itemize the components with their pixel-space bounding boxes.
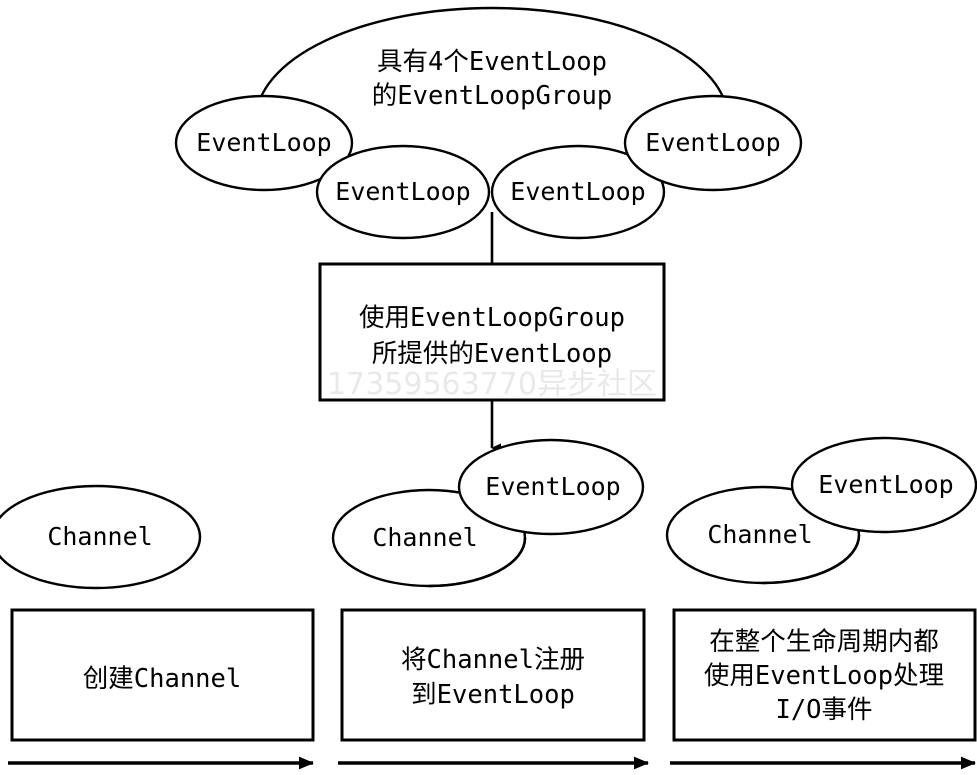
event-loop-provision-box: 使用EventLoopGroup 所提供的EventLoop 173595637… xyxy=(318,262,666,402)
step-box-3-outline xyxy=(672,608,977,742)
instance-group-2: Channel EventLoop xyxy=(331,438,645,588)
channel-arc-overlap-3 xyxy=(762,534,861,585)
step-box-2: 将Channel注册 到EventLoop xyxy=(340,608,646,742)
step-box-1-line-1: 创建Channel xyxy=(83,664,241,694)
provision-box-line-2: 所提供的EventLoop xyxy=(372,339,612,369)
event-loop-label-2: EventLoop xyxy=(485,472,620,501)
event-loop-label-left-inner: EventLoop xyxy=(335,177,470,206)
step-box-3-line-2: 使用EventLoop处理 xyxy=(704,661,944,691)
step-box-2-outline xyxy=(340,608,646,742)
event-loop-provision-box-outline xyxy=(318,262,666,402)
event-loop-ellipse-2 xyxy=(457,438,645,536)
channel-arc-overlap-2 xyxy=(428,537,527,588)
channel-label-2: Channel xyxy=(372,523,477,552)
step-box-2-line-1: 将Channel注册 xyxy=(401,645,585,675)
step-box-2-line-2: 到EventLoop xyxy=(411,680,575,710)
channel-ellipse-1 xyxy=(0,484,202,590)
event-loop-ellipse-left-inner xyxy=(315,144,491,240)
event-loop-ellipse-right-outer xyxy=(623,94,803,192)
event-loop-label-left-outer: EventLoop xyxy=(196,128,331,157)
event-loop-ellipse-left-outer xyxy=(174,94,354,192)
event-loop-label-3: EventLoop xyxy=(818,470,953,499)
provision-box-line-1: 使用EventLoopGroup xyxy=(359,303,625,333)
step-box-3-line-1: 在整个生命周期内都 xyxy=(709,627,939,657)
event-loop-group-title-line-1: 具有4个EventLoop xyxy=(377,47,607,77)
watermark-text: 17359563770异步社区 xyxy=(327,367,657,402)
step-box-3: 在整个生命周期内都 使用EventLoop处理 I/O事件 xyxy=(672,608,977,742)
step-box-1-outline xyxy=(10,608,315,742)
event-loop-label-right-inner: EventLoop xyxy=(510,177,645,206)
channel-label-1: Channel xyxy=(47,522,152,551)
instance-group-3: Channel EventLoop xyxy=(665,436,977,585)
step-box-3-line-3: I/O事件 xyxy=(775,695,872,725)
event-loop-group-cloud: 具有4个EventLoop 的EventLoopGroup EventLoop … xyxy=(174,6,803,240)
instance-group-1: Channel xyxy=(0,484,202,590)
event-loop-group-title-line-2: 的EventLoopGroup xyxy=(372,81,612,111)
event-loop-ellipse-3 xyxy=(790,436,977,534)
event-loop-label-right-outer: EventLoop xyxy=(645,128,780,157)
event-loop-ellipse-right-inner xyxy=(490,144,666,240)
channel-label-3: Channel xyxy=(707,520,812,549)
step-box-1: 创建Channel xyxy=(10,608,315,742)
